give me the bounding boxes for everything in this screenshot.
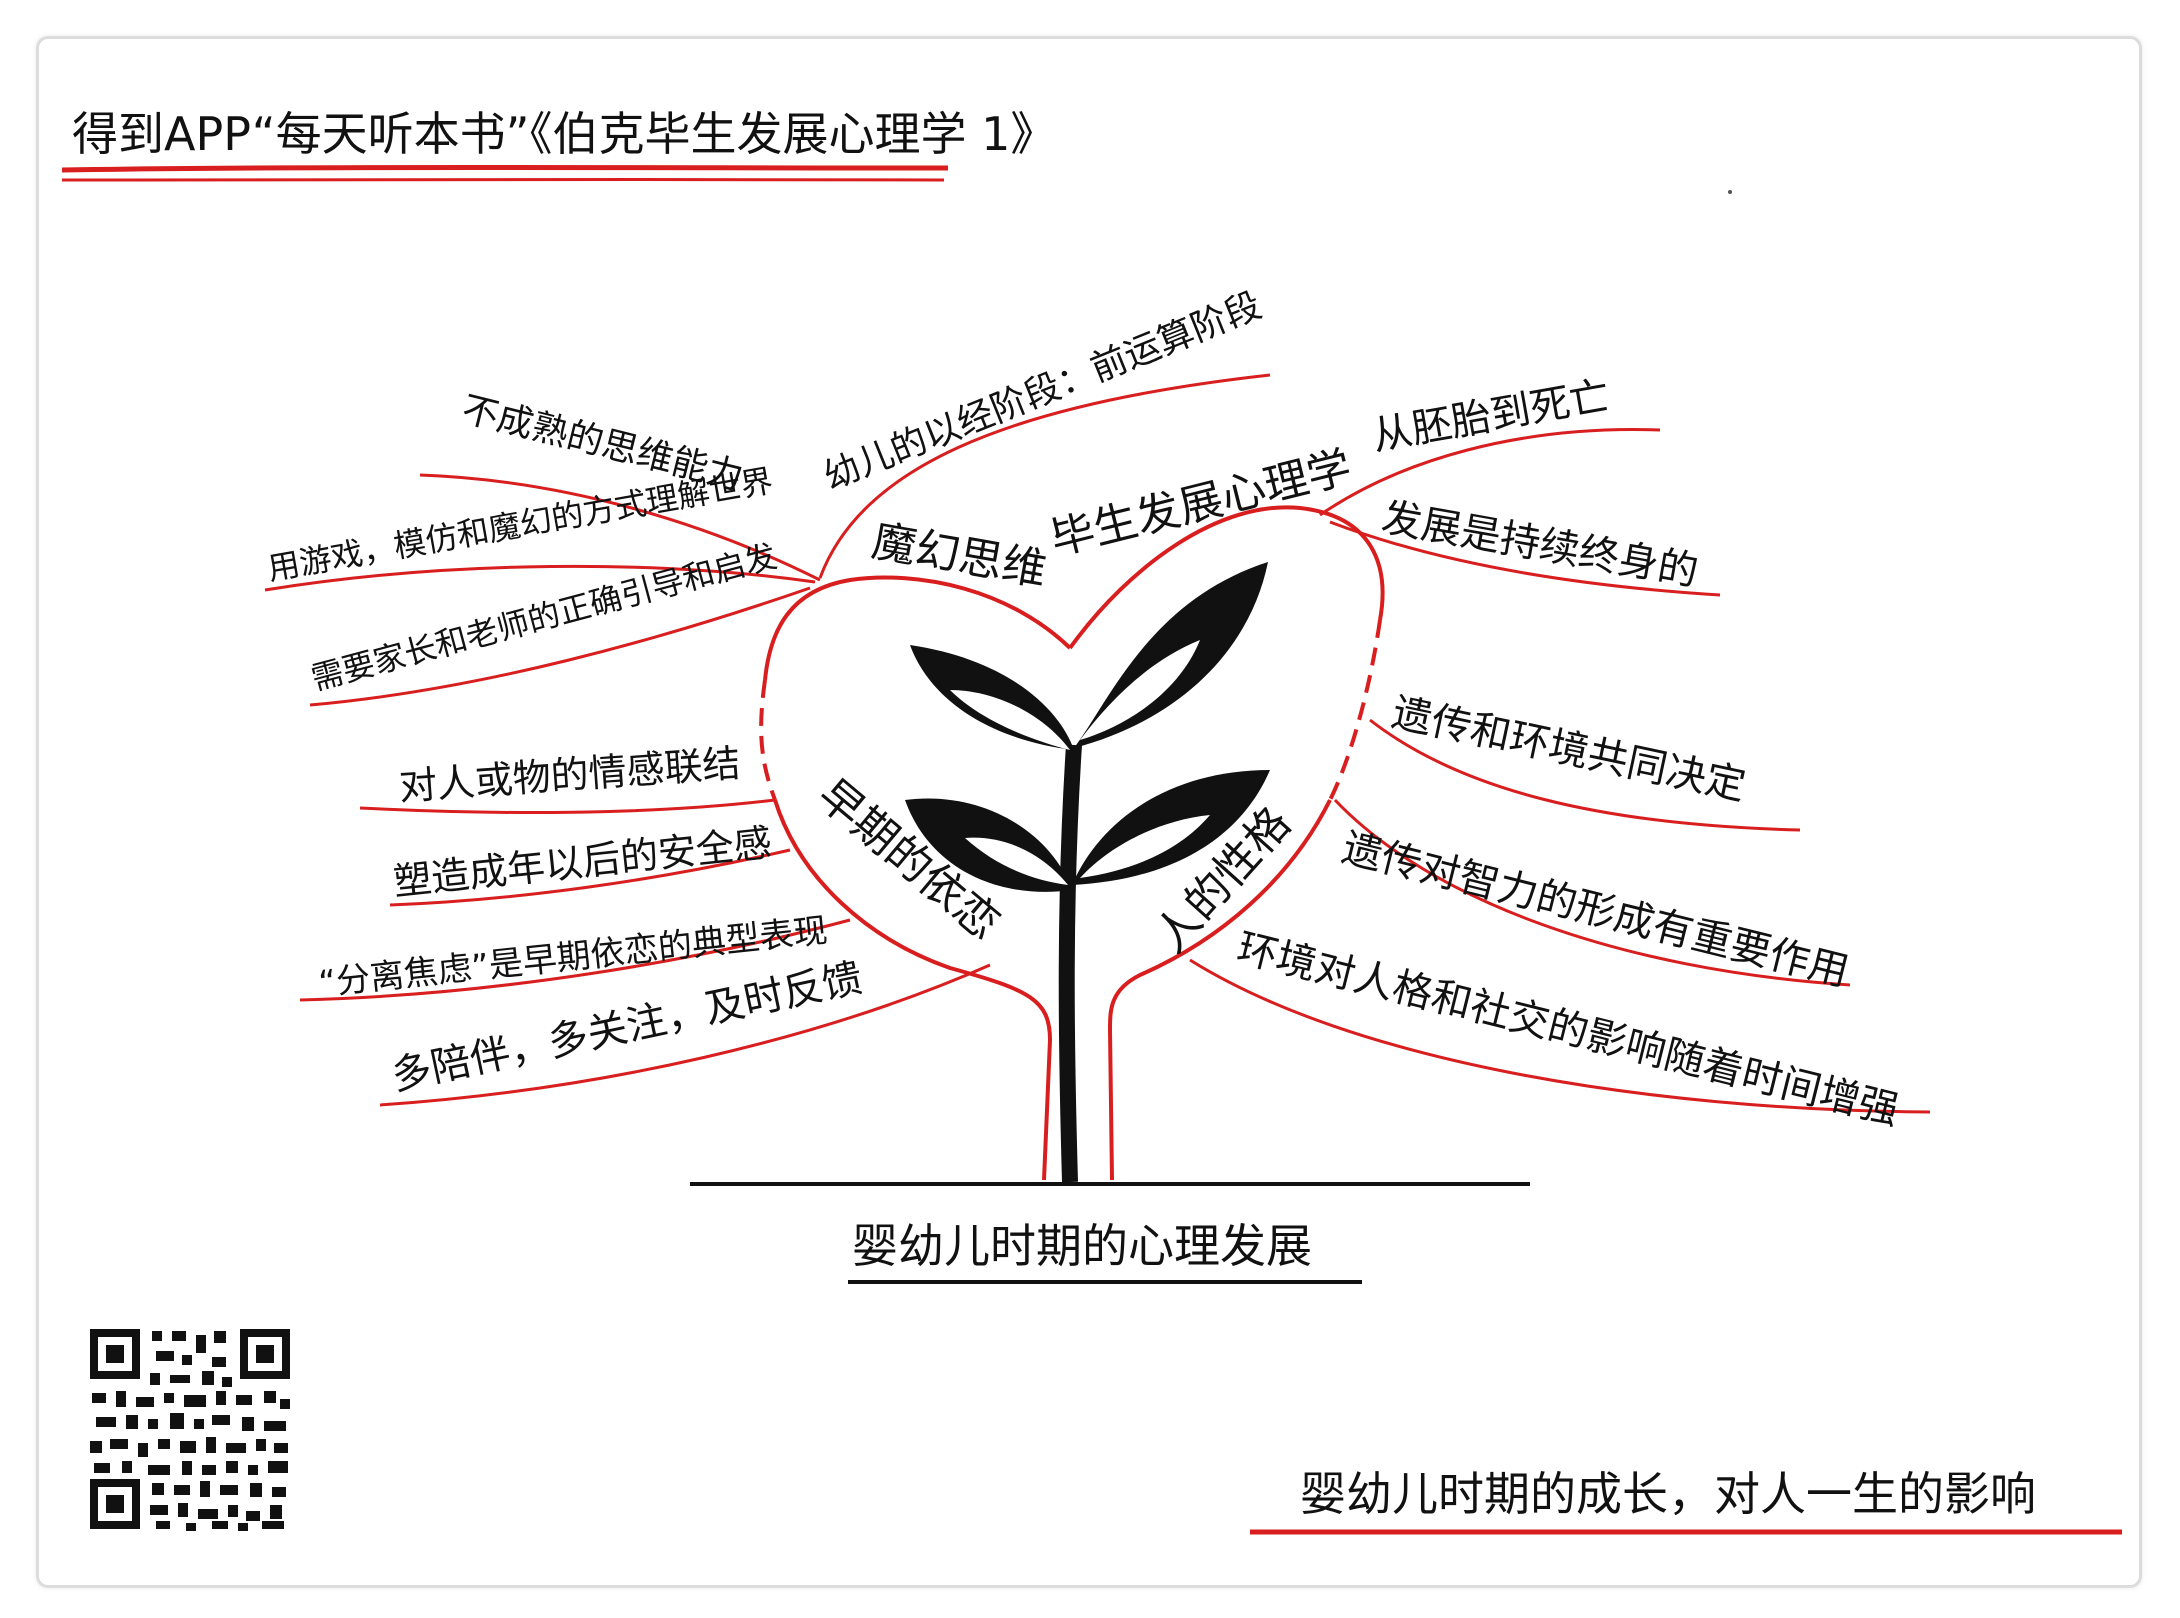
personality-item-0: 遗传和环境共同决定 [1388,690,1750,810]
center-item-0: 从胚胎到死亡 [1369,373,1613,460]
magic-item-0: 幼儿的以经阶段：前运算阶段 [818,285,1267,498]
magic-label: 魔幻思维 [868,516,1050,597]
stray-dot [1728,190,1732,194]
header-title: 得到APP“每天听本书”《伯克毕生发展心理学 1》 [72,107,1056,161]
right-caption: 婴幼儿时期的成长，对人一生的影响 [1300,1467,2036,1521]
personality-branch-lines [1189,718,1931,1114]
center-item-1: 发展是持续终身的 [1378,495,1701,596]
attachment-item-1: 塑造成年以后的安全感 [391,820,774,903]
qr-code-icon [86,1325,294,1533]
center-label: 毕生发展心理学 [1045,442,1356,566]
page-card [36,36,2142,1588]
center-branch-lines [1319,428,1721,597]
right-caption-underline [1249,1528,2123,1535]
center-caption: 婴幼儿时期的心理发展 [852,1219,1312,1273]
heart-outline [759,505,1385,1181]
attachment-branch-lines [299,798,991,1107]
magic-branch-lines [264,373,1271,707]
sprout-plant [905,562,1270,1183]
header-underline-2 [61,177,945,182]
header-underline [61,165,949,173]
attachment-item-0: 对人或物的情感联结 [398,741,742,809]
